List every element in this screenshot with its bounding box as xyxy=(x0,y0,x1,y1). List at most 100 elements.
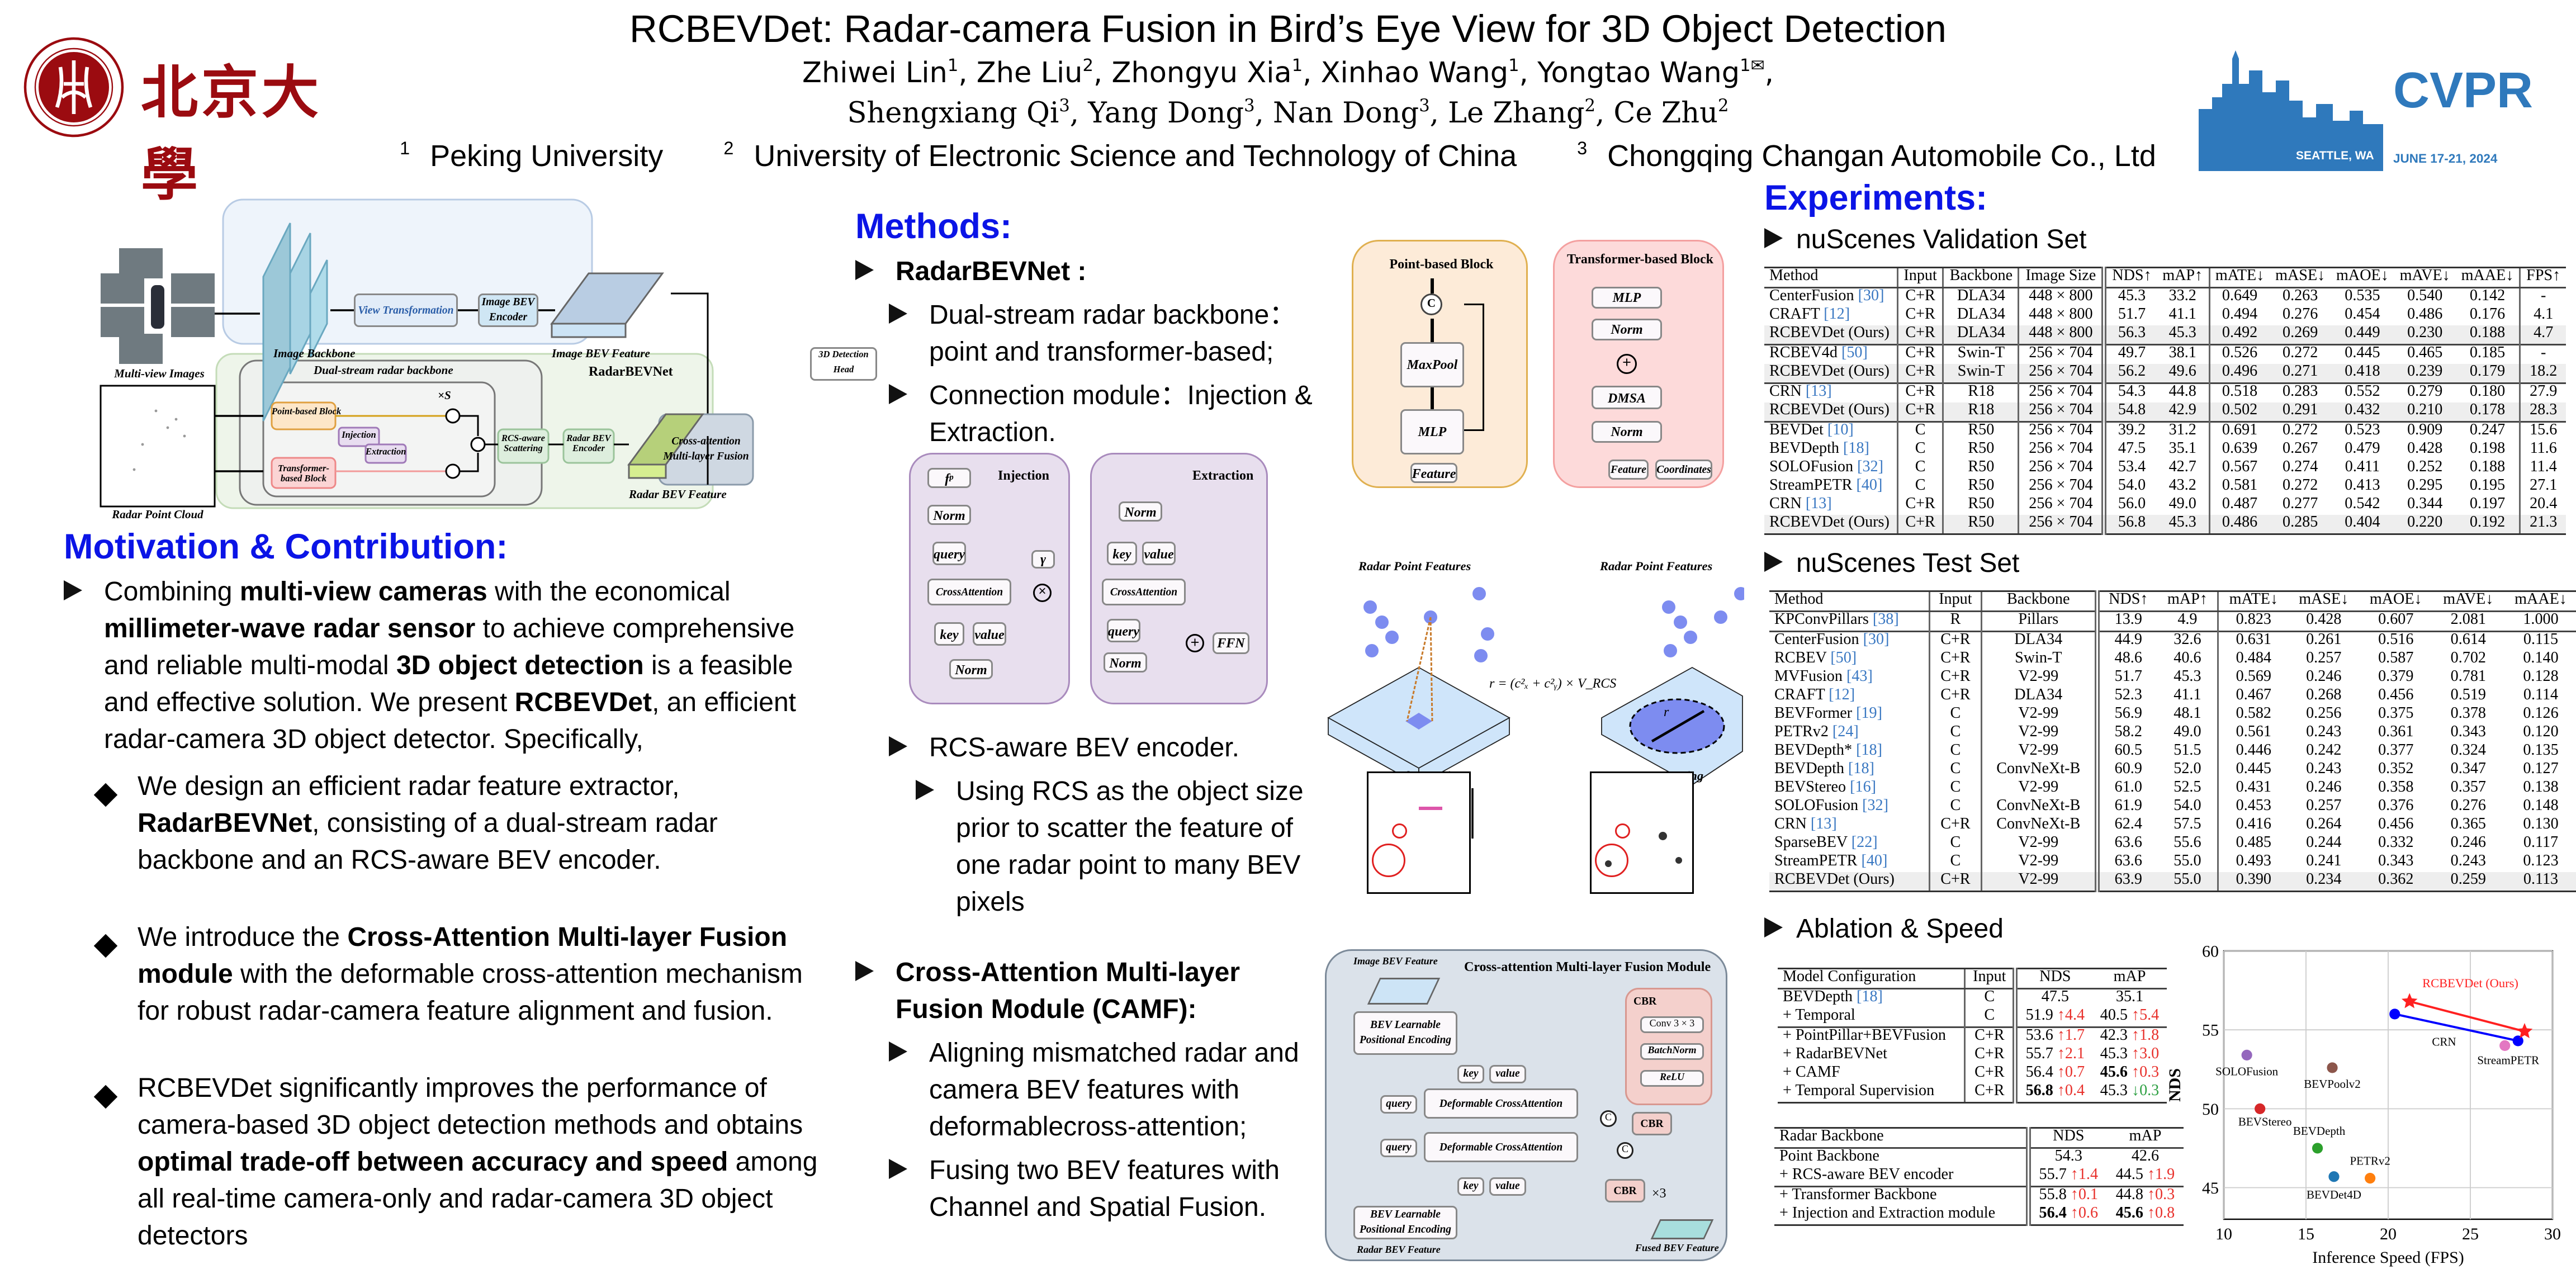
citation-link[interactable]: [32] xyxy=(1862,798,1888,815)
citation-link[interactable]: [10] xyxy=(1827,423,1854,439)
table-cell: 63.6 xyxy=(2094,835,2158,854)
citation-link[interactable]: [13] xyxy=(1810,817,1837,834)
citation-link[interactable]: [18] xyxy=(1848,761,1874,778)
camf-image-bev-label: Image BEV Feature xyxy=(1353,958,1438,968)
citation-link[interactable]: [22] xyxy=(1851,835,1878,852)
table-cell: 0.487 xyxy=(2208,496,2270,515)
metric-value: 44.5 xyxy=(2115,1167,2143,1184)
table-cell: C+R xyxy=(1964,1046,2016,1065)
motivation-body: Combining multi-view cameras with the ec… xyxy=(64,575,827,1256)
table-cell: ConvNeXt-B xyxy=(1981,798,2097,817)
table-cell: 0.376 xyxy=(2378,798,2414,815)
table-cell: 58.2 xyxy=(2094,724,2158,743)
citation-link[interactable]: [18] xyxy=(1856,743,1882,760)
camf-title: Cross-Attention Multi-layer Fusion Modul… xyxy=(896,959,1240,1025)
method-cell: BEVDet [10] xyxy=(1764,421,1898,441)
citation-link[interactable]: [13] xyxy=(1805,496,1832,513)
method-name: BEVDepth* xyxy=(1774,743,1853,760)
table-cell: 60.9 xyxy=(2094,761,2158,780)
table-cell: 42.6 xyxy=(2107,1148,2184,1168)
table-cell: 0.230 xyxy=(2394,325,2456,345)
table-cell: 256 × 704 xyxy=(2018,364,2105,383)
citation-link[interactable]: [43] xyxy=(1846,669,1873,686)
times-s-label: ×S xyxy=(438,389,451,402)
fused-bev-label: Fused BEV Feature xyxy=(1635,1244,1719,1254)
table-cell: 0.486 xyxy=(2407,307,2443,324)
citation-link[interactable]: [19] xyxy=(1856,706,1882,723)
table-cell: R xyxy=(1928,611,1982,632)
skip-line xyxy=(1464,304,1484,431)
table-cell: 0.138 xyxy=(2523,780,2559,797)
citation-link[interactable]: [50] xyxy=(1830,651,1857,667)
method-cell: StreamPETR [40] xyxy=(1764,478,1897,496)
text-run: We design an efficient radar feature ext… xyxy=(138,773,680,802)
table-cell: C xyxy=(1964,1008,2016,1027)
point-block-label: Point-based Block xyxy=(272,408,342,418)
citation-link[interactable]: [30] xyxy=(1863,632,1890,649)
motivation-heading: Motivation & Contribution: xyxy=(64,528,508,567)
method-name: SparseBEV xyxy=(1774,835,1848,852)
table-cell: 0.823 xyxy=(2217,611,2289,632)
table-cell: 0.126 xyxy=(2523,706,2559,723)
column-header: mAOE↓ xyxy=(2359,590,2433,612)
table-cell: 0.361 xyxy=(2378,724,2414,741)
method-name: + Temporal xyxy=(1783,1008,1855,1025)
table-cell: 4.7 xyxy=(2519,325,2566,345)
table-cell: 0.120 xyxy=(2523,724,2559,741)
citation-link[interactable]: [50] xyxy=(1841,345,1868,362)
table-cell: - xyxy=(2519,344,2566,364)
concat-icon: C xyxy=(1420,293,1442,315)
table-cell: 0.117 xyxy=(2523,835,2559,852)
citation-link[interactable]: [18] xyxy=(1843,441,1869,458)
table-cell: 0.239 xyxy=(2394,364,2456,383)
citation-link[interactable]: [13] xyxy=(1805,384,1832,401)
camf-item-text: Aligning mismatched radar and camera BEV… xyxy=(929,1040,1299,1142)
query-box: query xyxy=(1380,1095,1417,1114)
table-cell: 56.8 ↑0.4 xyxy=(2012,1083,2092,1104)
metric-value: 53.6 xyxy=(2025,1028,2053,1045)
metric-value: 56.8 xyxy=(2025,1083,2053,1100)
citation-link[interactable]: [16] xyxy=(1850,780,1877,797)
table-cell: 0.135 xyxy=(2523,743,2559,760)
radarbevnet-item: Dual-stream radar backbone：point and tra… xyxy=(889,299,1325,372)
citation-link[interactable]: [12] xyxy=(1829,688,1855,704)
table-cell: 0.192 xyxy=(2455,515,2520,535)
maxpool-box: MaxPool xyxy=(1400,342,1464,387)
citation-link[interactable]: [32] xyxy=(1857,460,1883,476)
arrow-bullet-icon xyxy=(1764,552,1783,572)
table-cell: C xyxy=(1896,460,1944,478)
multiply-icon: × xyxy=(1033,584,1052,602)
table-cell: 0.195 xyxy=(2469,478,2506,495)
citation-link[interactable]: [40] xyxy=(1856,478,1883,495)
arrow-bullet-icon xyxy=(916,775,934,812)
citation-link[interactable]: [30] xyxy=(1858,288,1884,305)
citation-link[interactable]: [38] xyxy=(1872,612,1899,629)
batchnorm-box: BatchNorm xyxy=(1640,1043,1704,1060)
table-cell: 63.9 xyxy=(2094,872,2158,892)
radarbevnet-item-text: Dual-stream radar backbone：point and tra… xyxy=(929,302,1296,367)
citation-link[interactable]: [40] xyxy=(1861,854,1888,870)
methods-rcs: RCS-aware BEV encoder. Using RCS as the … xyxy=(889,731,1325,922)
method-name: BEVDet xyxy=(1769,423,1824,439)
series-label-ours: RCBEVDet (Ours) xyxy=(2422,976,2518,990)
method-name: CenterFusion xyxy=(1774,632,1859,649)
citation-link[interactable]: [12] xyxy=(1824,307,1850,324)
table-cell: 44.8 xyxy=(2157,382,2209,402)
table-cell: 0.268 xyxy=(2306,688,2342,704)
table-cell: C xyxy=(1928,706,1982,724)
citation-link[interactable]: [18] xyxy=(1857,989,1883,1006)
citation-link[interactable]: [24] xyxy=(1832,724,1859,741)
column-header: Image Size xyxy=(2018,267,2105,288)
table-cell: ConvNeXt-B xyxy=(1981,817,2097,835)
delta-value: ↑0.3 xyxy=(2132,1065,2160,1082)
table-cell: 0.484 xyxy=(2217,651,2289,669)
author: Le Zhang2 xyxy=(1448,97,1595,131)
method-name: + RadarBEVNet xyxy=(1783,1046,1887,1063)
